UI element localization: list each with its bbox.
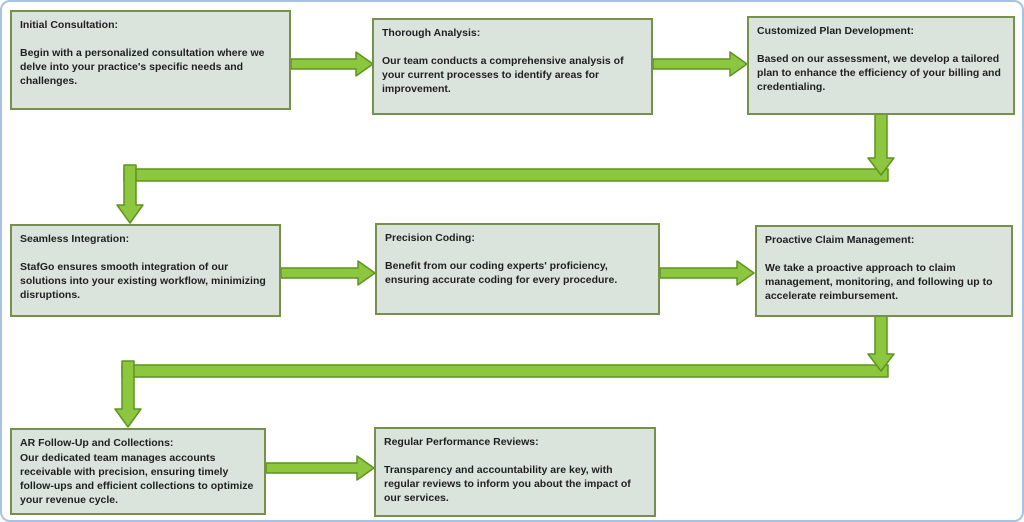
connector-bar-plan-to-integration <box>123 168 889 182</box>
box-title: Regular Performance Reviews: <box>384 436 539 448</box>
box-body: Begin with a personalized consultation w… <box>20 47 265 88</box>
arrow-down-to-ar <box>114 360 142 428</box>
arrow-down-from-claim <box>867 315 895 372</box>
box-body: Our team conducts a comprehensive analys… <box>382 55 624 96</box>
flow-box-performance-reviews: Regular Performance Reviews: Transparenc… <box>374 427 656 517</box>
box-body: Transparency and accountability are key,… <box>384 464 631 505</box>
box-title: Seamless Integration: <box>20 233 130 245</box>
box-body: Benefit from our coding experts' profici… <box>385 260 618 287</box>
arrow-integration-to-coding <box>280 260 376 286</box>
box-body: StafGo ensures smooth integration of our… <box>20 261 266 302</box>
arrow-down-from-plan <box>867 113 895 176</box>
box-title: AR Follow-Up and Collections: <box>20 437 174 449</box>
flow-box-proactive-claim: Proactive Claim Management: We take a pr… <box>755 225 1013 317</box>
arrow-initial-to-analysis <box>290 51 374 77</box>
box-title: Proactive Claim Management: <box>765 234 915 246</box>
box-title: Initial Consultation: <box>20 19 118 31</box>
arrow-analysis-to-plan <box>652 51 748 77</box>
flow-box-thorough-analysis: Thorough Analysis: Our team conducts a c… <box>372 18 653 115</box>
box-body: Our dedicated team manages accounts rece… <box>20 452 254 507</box>
box-body: Based on our assessment, we develop a ta… <box>757 53 1001 94</box>
flow-box-initial-consultation: Initial Consultation: Begin with a perso… <box>10 10 291 110</box>
box-title: Thorough Analysis: <box>382 27 481 39</box>
arrow-down-to-integration <box>116 164 144 224</box>
flow-box-precision-coding: Precision Coding: Benefit from our codin… <box>375 223 660 315</box>
flow-box-ar-followup: AR Follow-Up and Collections: Our dedica… <box>10 428 266 515</box>
arrow-coding-to-claim <box>659 260 755 286</box>
arrow-ar-to-reviews <box>265 455 375 481</box>
box-title: Customized Plan Development: <box>757 25 914 37</box>
flow-box-customized-plan: Customized Plan Development: Based on ou… <box>747 16 1015 115</box>
flow-box-seamless-integration: Seamless Integration: StafGo ensures smo… <box>10 224 281 317</box>
box-title: Precision Coding: <box>385 232 475 244</box>
box-body: We take a proactive approach to claim ma… <box>765 262 993 303</box>
connector-bar-claim-to-ar <box>121 364 889 378</box>
